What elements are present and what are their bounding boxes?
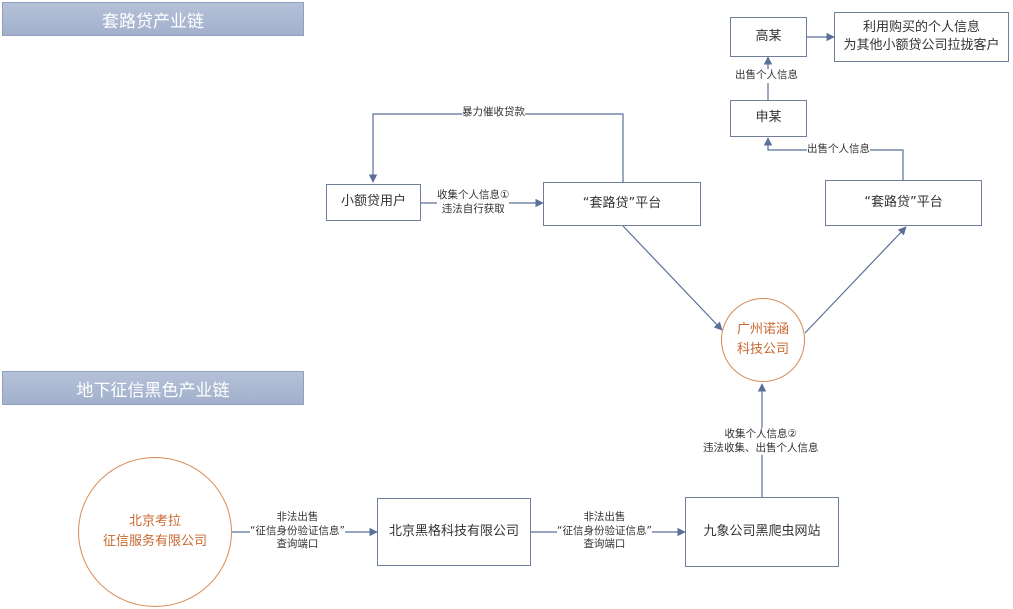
edge-label-collect-2-line-1: 收集个人信息② (724, 428, 797, 440)
edge-label-collect-2-line-2: 违法收集、出售个人信息 (703, 441, 819, 454)
edge-label-collect-1-line-2: 违法自行获取 (441, 202, 505, 215)
node-user: 小额贷用户 (326, 184, 421, 221)
edge-label-illegal-sale-2: 非法出售 “征信身份验证信息” 查询端口 (557, 511, 652, 552)
node-beijing-kaola-line-2: 征信服务有限公司 (102, 534, 207, 549)
node-purpose: 利用购买的个人信息 为其他小额贷公司拉拢客户 (834, 12, 1009, 62)
edge-label-illegal-sale-1: 非法出售 “征信身份验证信息” 查询端口 (250, 511, 345, 552)
edge-label-sell-info-top: 出售个人信息 (735, 69, 798, 83)
node-beijing-kaola-line-1: 北京考拉 (128, 513, 181, 529)
edge-label-illegal-sale-2-line-3: 查询端口 (583, 538, 626, 551)
node-jiuxiang: 九象公司黑爬虫网站 (685, 497, 839, 567)
edge-label-collect-2: 收集个人信息② 违法收集、出售个人信息 (703, 428, 819, 456)
node-purpose-line-2: 为其他小额贷公司拉拢客户 (843, 38, 1000, 53)
node-guangzhou: 广州诺涵 科技公司 (721, 298, 805, 382)
edge-label-illegal-sale-2-line-1: 非法出售 (583, 511, 626, 523)
edge-label-illegal-sale-2-line-2: “征信身份验证信息” (557, 524, 652, 537)
edge-label-collect-1-line-1: 收集个人信息① (437, 189, 510, 201)
node-shen: 申某 (730, 100, 807, 137)
node-platform-right: “套路贷”平台 (825, 180, 982, 226)
node-gao: 高某 (730, 17, 807, 57)
edge-label-sell-info-right: 出售个人信息 (807, 143, 870, 157)
node-beijing-heige: 北京黑格科技有限公司 (377, 498, 531, 566)
edge-label-violent-collection: 暴力催收贷款 (462, 106, 525, 120)
section-title-taolu-loan: 套路贷产业链 (2, 2, 304, 36)
section-title-underground-credit: 地下征信黑色产业链 (2, 371, 304, 405)
edge-label-illegal-sale-1-line-2: “征信身份验证信息” (250, 524, 345, 537)
edge-label-illegal-sale-1-line-3: 查询端口 (276, 538, 319, 551)
node-guangzhou-line-1: 广州诺涵 (736, 321, 789, 337)
edge-label-collect-1: 收集个人信息① 违法自行获取 (437, 189, 510, 217)
edge-guangzhou-to-platform-right (804, 226, 907, 334)
edge-violent-collection (368, 113, 624, 183)
node-platform-left: “套路贷”平台 (543, 182, 701, 226)
node-purpose-line-1: 利用购买的个人信息 (862, 19, 980, 35)
edge-platform-left-to-guangzhou (622, 225, 723, 331)
edge-label-illegal-sale-1-line-1: 非法出售 (276, 511, 319, 523)
node-guangzhou-line-2: 科技公司 (736, 342, 789, 357)
node-beijing-kaola: 北京考拉 征信服务有限公司 (78, 457, 232, 607)
